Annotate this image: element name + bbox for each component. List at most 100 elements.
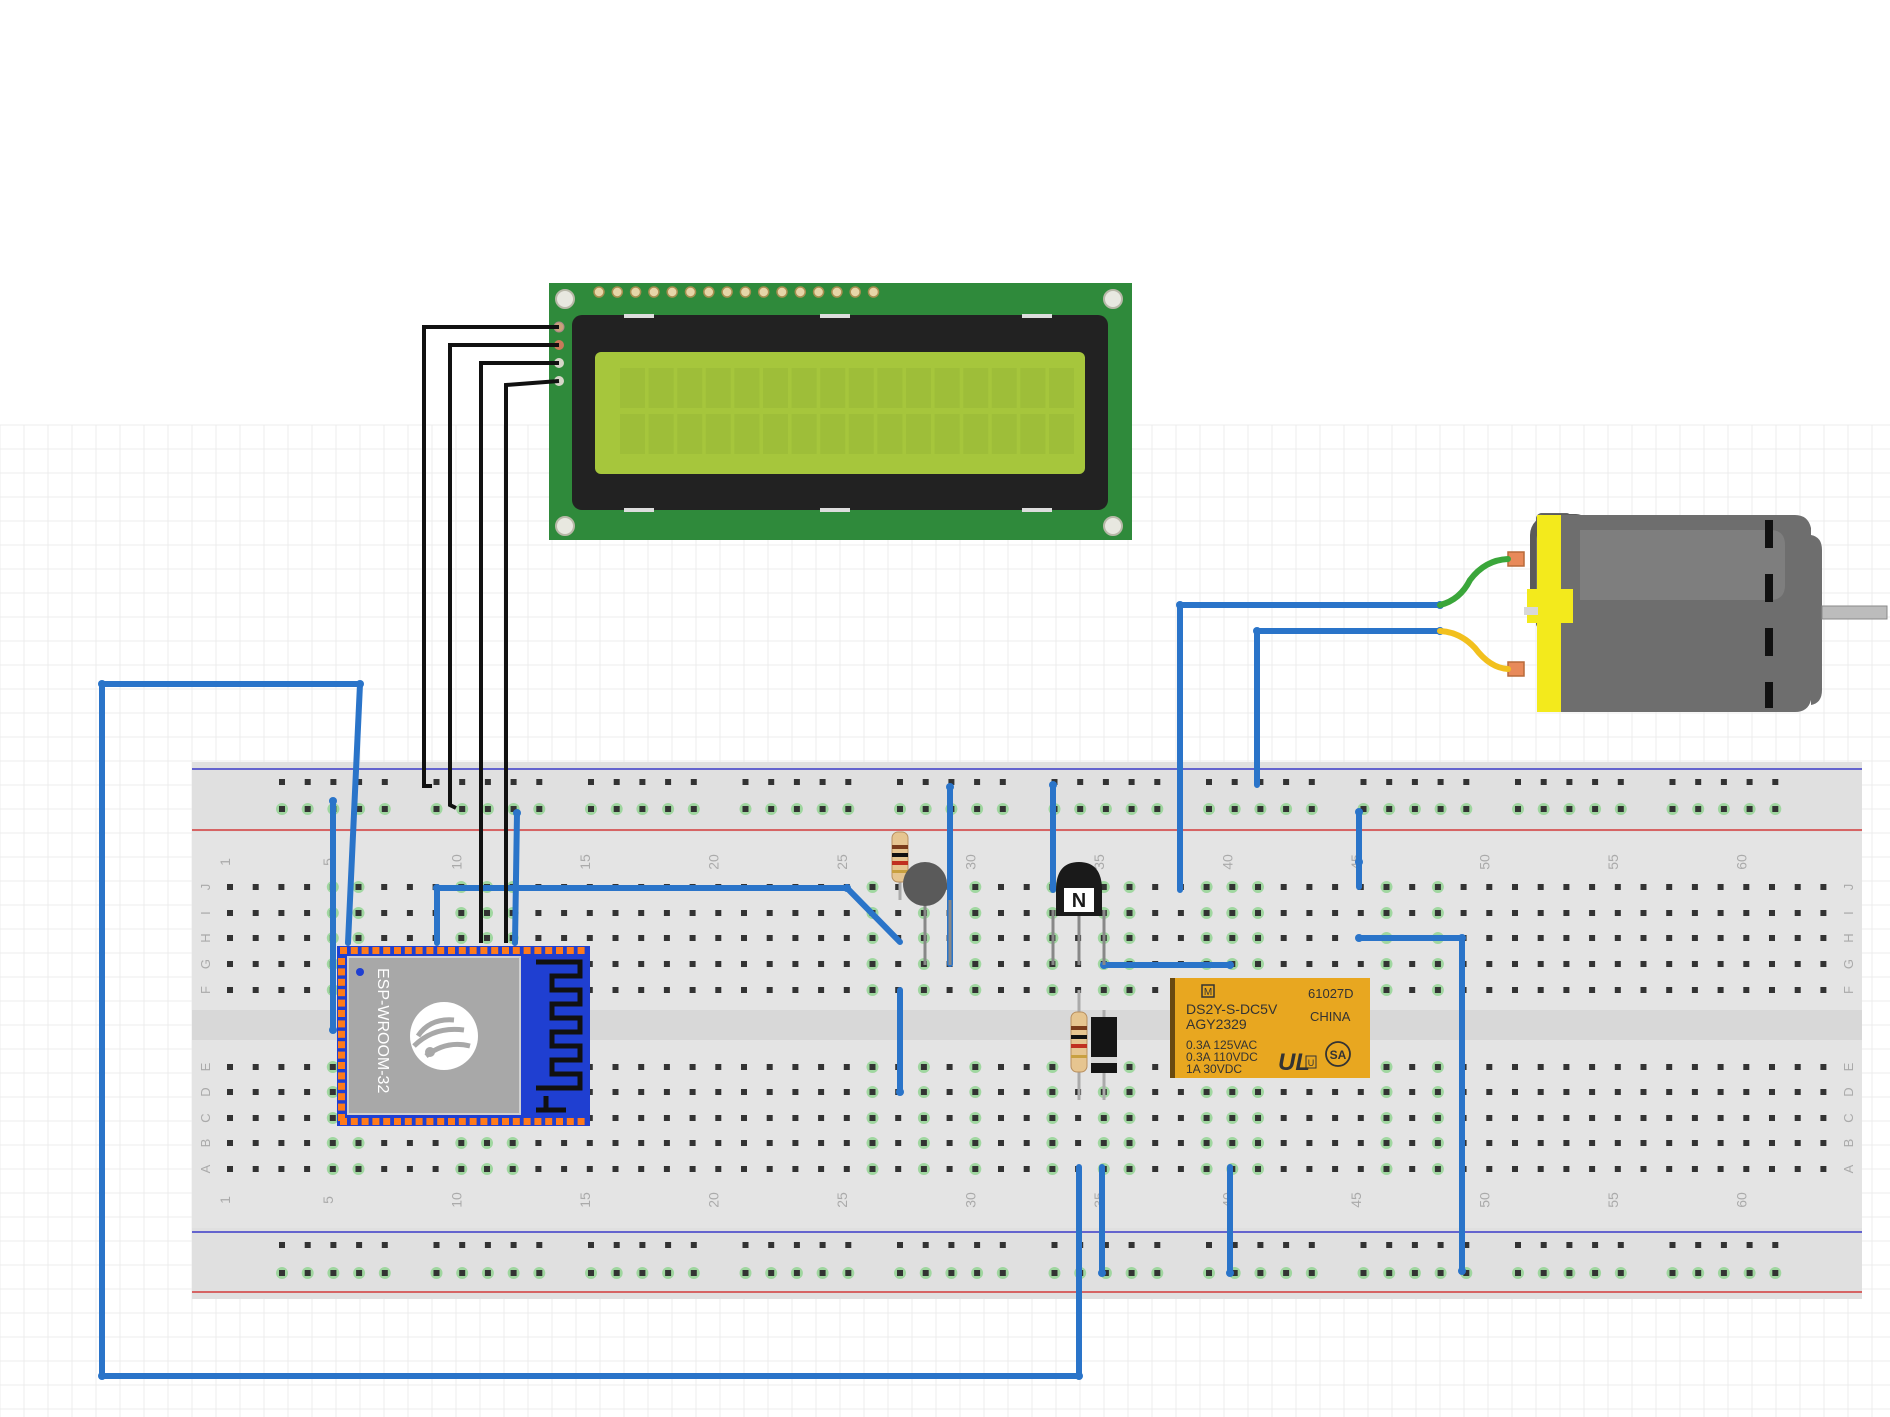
breadboard-hole[interactable] [792, 1140, 799, 1146]
breadboard-hole[interactable] [1177, 1115, 1184, 1121]
breadboard-hole[interactable] [252, 1089, 259, 1095]
breadboard-hole[interactable] [715, 1064, 722, 1070]
breadboard-hole[interactable] [535, 935, 542, 941]
breadboard-hole[interactable] [1666, 961, 1673, 967]
breadboard-hole[interactable] [1383, 1064, 1390, 1070]
rail-hole[interactable] [1411, 779, 1418, 785]
breadboard-hole[interactable] [227, 1089, 233, 1095]
breadboard-hole[interactable] [1691, 961, 1698, 967]
breadboard-hole[interactable] [1614, 910, 1621, 916]
breadboard-hole[interactable] [1434, 1089, 1441, 1095]
breadboard-hole[interactable] [1023, 1166, 1030, 1172]
breadboard-hole[interactable] [1486, 1089, 1493, 1095]
breadboard-hole[interactable] [406, 884, 413, 890]
rail-hole[interactable] [459, 779, 466, 785]
breadboard-hole[interactable] [1691, 1115, 1698, 1121]
breadboard-hole[interactable] [1486, 1115, 1493, 1121]
breadboard-hole[interactable] [663, 1089, 670, 1095]
breadboard-hole[interactable] [1409, 1064, 1416, 1070]
breadboard-hole[interactable] [535, 1166, 542, 1172]
breadboard-hole[interactable] [329, 1166, 336, 1172]
breadboard-hole[interactable] [998, 1064, 1004, 1070]
breadboard-hole[interactable] [1409, 987, 1416, 993]
breadboard-hole[interactable] [638, 961, 645, 967]
breadboard-hole[interactable] [1769, 961, 1775, 967]
breadboard-hole[interactable] [638, 1140, 645, 1146]
rail-hole[interactable] [510, 806, 517, 812]
breadboard-hole[interactable] [1100, 884, 1107, 890]
rail-hole[interactable] [897, 1270, 903, 1276]
breadboard-hole[interactable] [1743, 961, 1750, 967]
rail-hole[interactable] [999, 779, 1006, 785]
rail-hole[interactable] [304, 1270, 311, 1276]
breadboard-hole[interactable] [432, 1140, 439, 1146]
rail-hole[interactable] [1411, 806, 1418, 812]
rail-hole[interactable] [793, 779, 800, 785]
rail-hole[interactable] [1540, 1242, 1547, 1248]
breadboard-hole[interactable] [355, 884, 362, 890]
rail-hole[interactable] [897, 806, 903, 812]
rail-hole[interactable] [588, 1242, 594, 1248]
breadboard-hole[interactable] [843, 1115, 850, 1121]
breadboard-hole[interactable] [663, 1166, 670, 1172]
breadboard-hole[interactable] [1820, 935, 1827, 941]
breadboard-hole[interactable] [278, 1166, 285, 1172]
breadboard-hole[interactable] [1023, 935, 1030, 941]
breadboard-hole[interactable] [972, 910, 979, 916]
rail-hole[interactable] [742, 1270, 749, 1276]
breadboard-hole[interactable] [1614, 1089, 1621, 1095]
rail-hole[interactable] [459, 1242, 466, 1248]
breadboard-hole[interactable] [663, 1115, 670, 1121]
rail-hole[interactable] [922, 806, 929, 812]
breadboard-hole[interactable] [1769, 1140, 1775, 1146]
breadboard-hole[interactable] [1666, 987, 1673, 993]
rail-hole[interactable] [639, 1270, 646, 1276]
breadboard-hole[interactable] [766, 1140, 773, 1146]
breadboard-hole[interactable] [1614, 987, 1621, 993]
breadboard-hole[interactable] [895, 910, 902, 916]
rail-hole[interactable] [1154, 806, 1161, 812]
breadboard-hole[interactable] [1512, 1140, 1518, 1146]
breadboard-hole[interactable] [1357, 910, 1364, 916]
rail-hole[interactable] [1128, 1270, 1135, 1276]
breadboard-hole[interactable] [869, 987, 876, 993]
breadboard-hole[interactable] [1280, 935, 1287, 941]
breadboard-hole[interactable] [1383, 961, 1390, 967]
breadboard-hole[interactable] [1434, 910, 1441, 916]
breadboard-hole[interactable] [1126, 987, 1133, 993]
breadboard-hole[interactable] [1563, 961, 1570, 967]
rail-hole[interactable] [1592, 1242, 1599, 1248]
breadboard-hole[interactable] [1691, 987, 1698, 993]
breadboard-hole[interactable] [1203, 1089, 1210, 1095]
rail-hole[interactable] [768, 806, 775, 812]
breadboard-hole[interactable] [1332, 884, 1339, 890]
rail-hole[interactable] [536, 806, 543, 812]
rail-hole[interactable] [1515, 806, 1521, 812]
breadboard-hole[interactable] [715, 1166, 722, 1172]
breadboard-hole[interactable] [252, 935, 259, 941]
breadboard-hole[interactable] [920, 1166, 927, 1172]
breadboard-hole[interactable] [715, 935, 722, 941]
rail-hole[interactable] [1206, 1242, 1212, 1248]
breadboard-hole[interactable] [1589, 1166, 1596, 1172]
breadboard-hole[interactable] [638, 910, 645, 916]
rail-hole[interactable] [279, 1270, 285, 1276]
rail-hole[interactable] [1102, 1242, 1109, 1248]
breadboard-hole[interactable] [1255, 1089, 1261, 1095]
breadboard-hole[interactable] [227, 961, 233, 967]
breadboard-hole[interactable] [1255, 1166, 1261, 1172]
breadboard-hole[interactable] [843, 961, 850, 967]
rail-hole[interactable] [1540, 1270, 1547, 1276]
breadboard-hole[interactable] [1691, 1089, 1698, 1095]
breadboard-hole[interactable] [689, 910, 696, 916]
breadboard-hole[interactable] [1640, 884, 1647, 890]
breadboard-hole[interactable] [1280, 910, 1287, 916]
breadboard-hole[interactable] [972, 1115, 979, 1121]
breadboard-hole[interactable] [1100, 1140, 1107, 1146]
breadboard-hole[interactable] [227, 884, 233, 890]
rail-hole[interactable] [1566, 806, 1573, 812]
breadboard-hole[interactable] [741, 1064, 747, 1070]
rail-hole[interactable] [588, 806, 594, 812]
breadboard-hole[interactable] [972, 1064, 979, 1070]
breadboard-hole[interactable] [998, 1166, 1004, 1172]
